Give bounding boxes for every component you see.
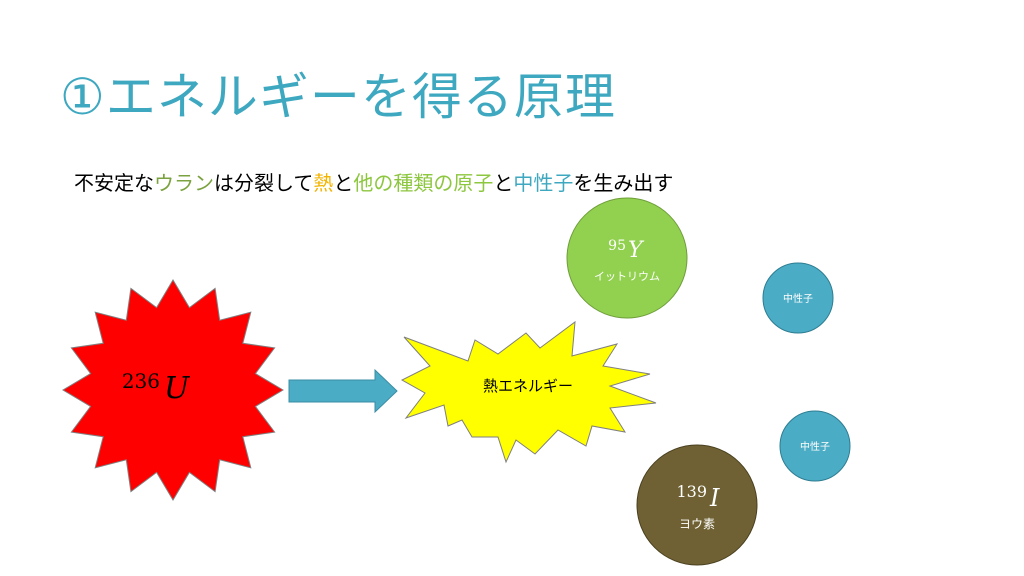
neutron-label: 中性子 xyxy=(783,292,813,305)
neutron-circle xyxy=(779,410,851,482)
subtitle-part: と xyxy=(333,171,354,195)
yttrium-mass-number: 95 xyxy=(608,238,626,254)
slide-title: ①エネルギーを得る原理 xyxy=(60,68,616,126)
yttrium-atom xyxy=(566,197,688,319)
uranium-mass-number: 236 xyxy=(122,369,160,393)
subtitle-part: は分裂して xyxy=(214,171,314,195)
neutron-circle xyxy=(762,262,834,334)
iodine-name: ヨウ素 xyxy=(679,517,715,531)
yttrium-name: イットリウム xyxy=(594,270,660,283)
uranium-starburst xyxy=(62,279,284,501)
iodine-mass-number: 139 xyxy=(676,482,707,501)
heat-explosion-shape xyxy=(400,320,657,464)
uranium-symbol: U xyxy=(164,371,191,406)
iodine-symbol: I xyxy=(709,484,720,512)
subtitle-part-other-atoms: 他の種類の原子 xyxy=(353,171,494,195)
subtitle-part-heat: 熱 xyxy=(313,171,334,195)
neutron-label: 中性子 xyxy=(800,440,830,453)
heat-energy-label: 熱エネルギー xyxy=(483,377,573,395)
iodine-atom xyxy=(636,444,758,566)
slide-subtitle: 不安定なウランは分裂して熱と他の種類の原子と中性子を生み出す xyxy=(74,171,673,195)
yttrium-symbol: Y xyxy=(628,238,645,263)
subtitle-part: を生み出す xyxy=(573,171,674,195)
right-arrow xyxy=(288,368,398,414)
subtitle-part-neutron: 中性子 xyxy=(513,171,574,195)
subtitle-part-uranium: ウラン xyxy=(154,171,214,195)
subtitle-part: 不安定な xyxy=(74,171,154,195)
subtitle-part: と xyxy=(493,171,514,195)
